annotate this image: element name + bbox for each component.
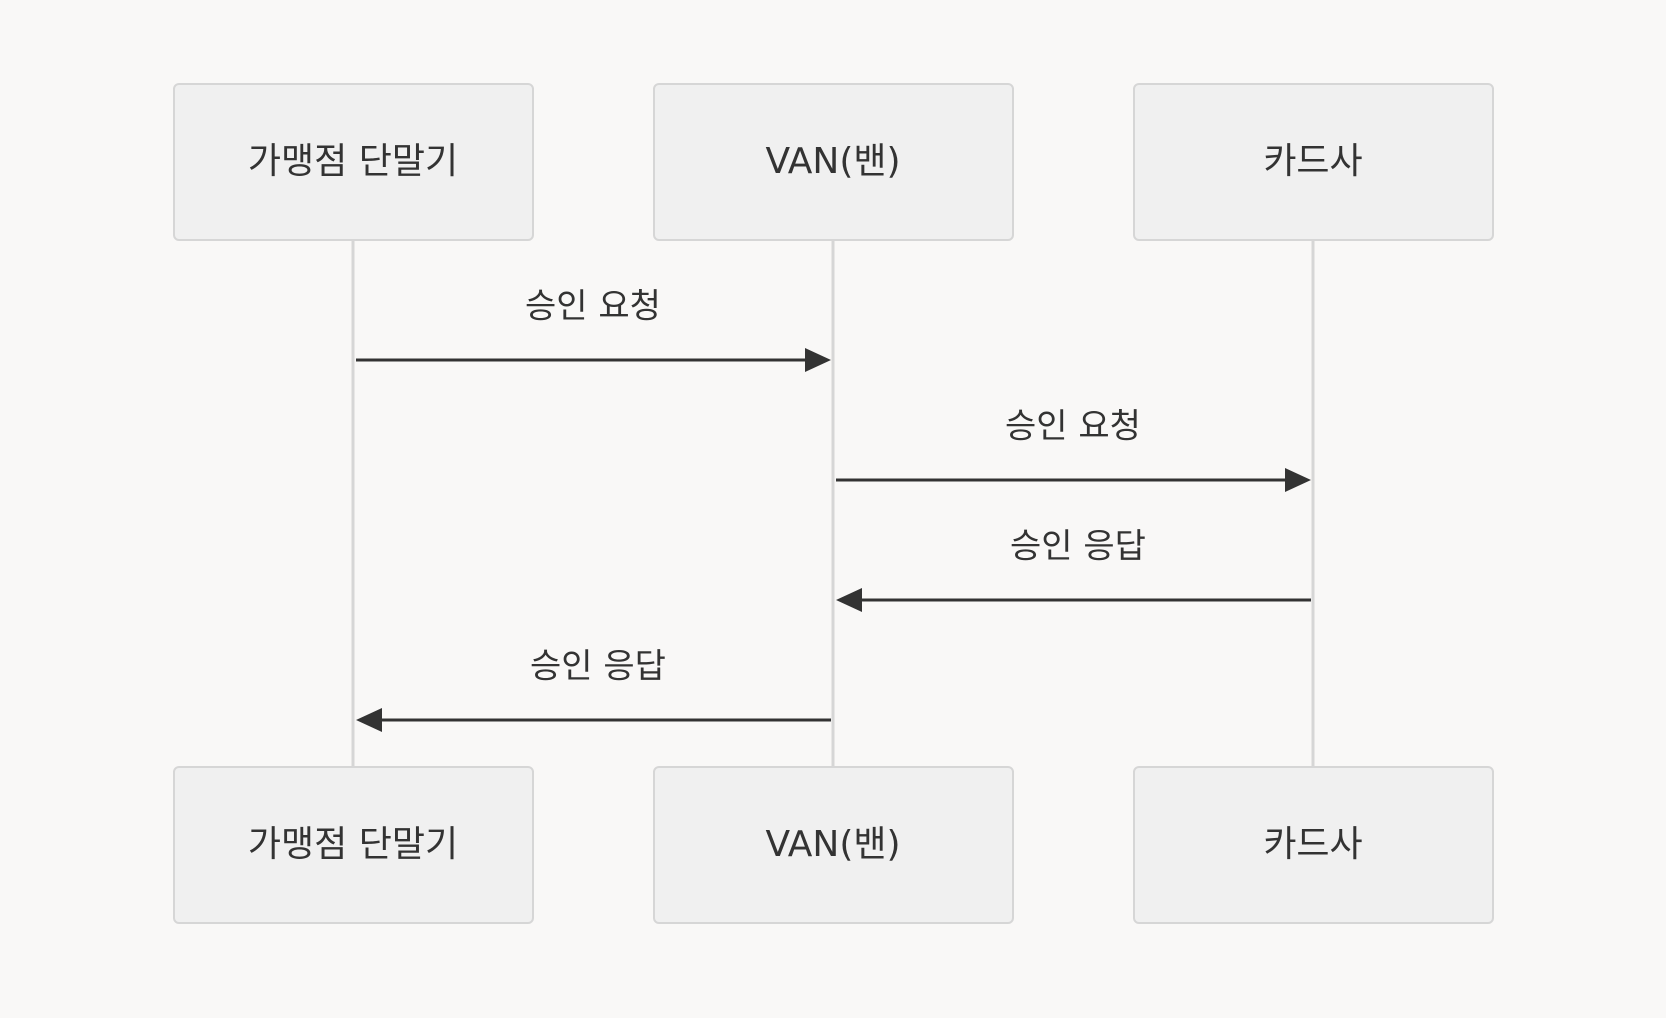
participant-bottom-van: VAN(밴) (653, 766, 1014, 924)
message-4: 승인 응답 (356, 647, 831, 732)
participant-top-merchant: 가맹점 단말기 (173, 83, 534, 241)
message-2: 승인 요청 (836, 407, 1311, 492)
participant-label: 카드사 (1263, 824, 1362, 865)
participant-label: 가맹점 단말기 (248, 824, 458, 865)
message-3: 승인 응답 (836, 527, 1311, 612)
participant-label: 가맹점 단말기 (248, 141, 458, 182)
participant-label: 카드사 (1263, 141, 1362, 182)
arrow-left-icon (836, 588, 862, 612)
message-1: 승인 요청 (356, 287, 831, 372)
message-label: 승인 요청 (525, 287, 661, 327)
message-label: 승인 응답 (530, 647, 666, 687)
participant-label: VAN(밴) (765, 141, 900, 182)
message-label: 승인 응답 (1010, 527, 1146, 567)
participant-label: VAN(밴) (765, 824, 900, 865)
participant-bottom-merchant: 가맹점 단말기 (173, 766, 534, 924)
participant-top-van: VAN(밴) (653, 83, 1014, 241)
arrow-left-icon (356, 708, 382, 732)
arrow-right-icon (1285, 468, 1311, 492)
arrow-right-icon (805, 348, 831, 372)
message-label: 승인 요청 (1005, 407, 1141, 447)
participant-bottom-card: 카드사 (1133, 766, 1494, 924)
participant-top-card: 카드사 (1133, 83, 1494, 241)
